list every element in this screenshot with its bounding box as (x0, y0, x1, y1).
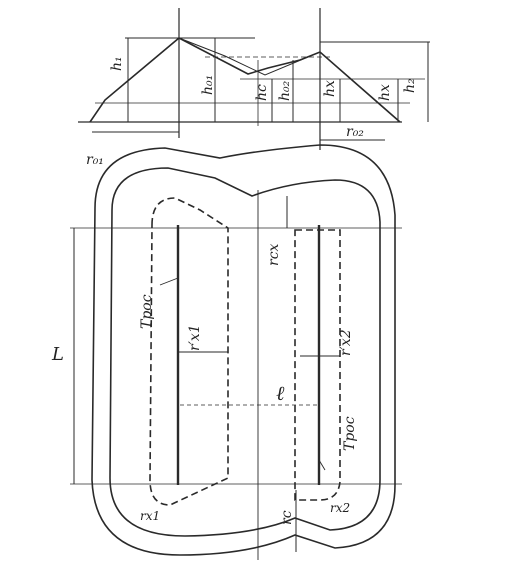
label-rc-bottom: rc (279, 510, 295, 525)
label-ro1: r₀₁ (86, 152, 104, 168)
label-rx2: r′x2 (338, 329, 354, 356)
label-tros-right: Трос (342, 416, 358, 451)
label-rcx: rcx (266, 243, 282, 266)
label-rx1-bottom: rx1 (140, 509, 160, 523)
label-hc: hc (254, 84, 270, 101)
label-ho1: h₀₁ (200, 75, 216, 95)
label-hx: hx (322, 80, 338, 97)
leader-tros-right (318, 459, 326, 471)
label-l: ℓ (276, 381, 285, 405)
protection-envelope-profile (89, 37, 401, 123)
label-L: L (51, 344, 64, 365)
outer-zone-boundary (91, 144, 396, 556)
label-rx1: r′x1 (187, 324, 203, 351)
label-h2: h₂ (402, 78, 418, 93)
leader-tros-left (159, 277, 179, 286)
label-tros-left: Трос (139, 294, 155, 329)
plan-view (70, 144, 402, 560)
cable-sag-profile (178, 37, 321, 76)
labels: h₁ h₀₁ hc h₀₂ hx hx h₂ r₀₁ r₀₂ rcx Трос … (51, 56, 418, 525)
label-hx2: hx (377, 84, 393, 101)
rx-zone-right-dashed (294, 229, 341, 501)
label-ro2: r₀₂ (346, 124, 364, 140)
elevation-view (78, 8, 430, 150)
inner-zone-boundary (109, 167, 381, 537)
label-ho2: h₀₂ (277, 80, 293, 101)
label-rx2-bottom: rx2 (330, 501, 350, 515)
label-h1: h₁ (109, 56, 125, 71)
rx-zone-left-dashed (149, 197, 229, 506)
